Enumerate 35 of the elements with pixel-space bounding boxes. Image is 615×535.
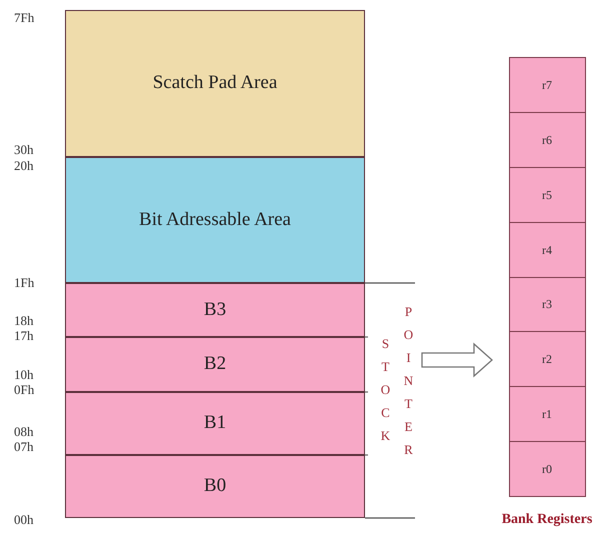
address-label: 07h bbox=[14, 440, 34, 453]
hollow-arrow bbox=[421, 342, 493, 378]
register-cell: r0 bbox=[510, 442, 584, 496]
memory-region bbox=[65, 283, 365, 337]
register-cell: r3 bbox=[510, 278, 584, 332]
register-cell: r6 bbox=[510, 112, 584, 168]
memory-region bbox=[65, 157, 365, 283]
address-label: 00h bbox=[14, 513, 34, 526]
region-label: B2 bbox=[204, 352, 226, 376]
register-cell: r4 bbox=[510, 222, 584, 278]
memory-region bbox=[65, 10, 365, 157]
region-label: B3 bbox=[204, 298, 226, 322]
memory-region bbox=[65, 455, 365, 518]
memory-region bbox=[65, 392, 365, 455]
address-label: 1Fh bbox=[14, 276, 34, 289]
region-label: Scatch Pad Area bbox=[152, 71, 278, 96]
address-label: 18h bbox=[14, 314, 34, 327]
address-label: 10h bbox=[14, 368, 34, 381]
vertical-text: STOCK bbox=[380, 335, 392, 445]
register-cell: r2 bbox=[510, 332, 584, 388]
register-cell: r5 bbox=[510, 168, 584, 223]
region-label: B1 bbox=[204, 411, 226, 436]
address-label: 08h bbox=[14, 425, 34, 438]
address-label: 30h bbox=[14, 143, 34, 156]
address-label: 20h bbox=[14, 159, 34, 172]
address-label: 0Fh bbox=[14, 383, 34, 396]
region-label: B0 bbox=[204, 474, 226, 498]
vertical-text: POINTER bbox=[402, 303, 414, 459]
memory-region bbox=[65, 337, 365, 392]
register-cell: r7 bbox=[510, 58, 584, 113]
address-label: 7Fh bbox=[14, 11, 34, 24]
region-label: Bit Adressable Area bbox=[139, 208, 291, 232]
stack-caption: Bank Registers bbox=[502, 511, 592, 529]
address-label: 17h bbox=[14, 329, 34, 342]
register-cell: r1 bbox=[510, 387, 584, 442]
